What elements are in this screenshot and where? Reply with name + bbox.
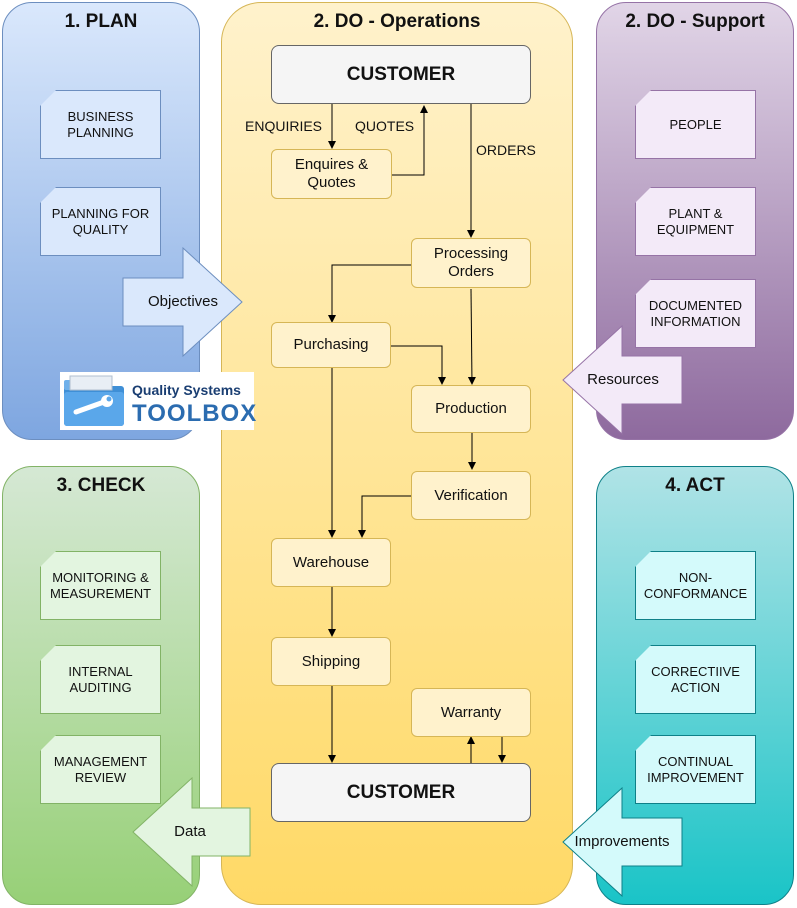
orders-edge-label: ORDERS [476, 142, 536, 158]
objectives-label: Objectives [147, 293, 219, 310]
verification-box: Verification [411, 471, 531, 520]
check-lane-title: 3. CHECK [56, 475, 146, 496]
warehouse-box: Warehouse [271, 538, 391, 587]
documented-information-card: DOCUMENTED INFORMATION [635, 279, 756, 348]
processing-orders-box: Processing Orders [411, 238, 531, 288]
planning-for-quality-card: PLANNING FOR QUALITY [40, 187, 161, 256]
quality-systems-toolbox-logo: Quality Systems TOOLBOX [60, 372, 258, 430]
business-planning-card: BUSINESS PLANNING [40, 90, 161, 159]
improvements-label: Improvements [574, 833, 670, 850]
quotes-connector [392, 105, 428, 176]
plant-equipment-card: PLANT & EQUIPMENT [635, 187, 756, 256]
act-lane-title: 4. ACT [665, 475, 725, 496]
folder-wrench-icon [64, 375, 124, 426]
objectives-arrow [122, 246, 243, 358]
processing-to-purchasing-connector [328, 264, 411, 323]
improvements-arrow [562, 786, 683, 898]
quotes-edge-label: QUOTES [355, 118, 415, 134]
non-conformance-card: NON-CONFORMANCE [635, 551, 756, 620]
enquires-quotes-box: Enquires & Quotes [271, 149, 392, 199]
logo-line1: Quality Systems [132, 382, 241, 398]
warranty-box: Warranty [411, 688, 531, 737]
data-label: Data [174, 823, 206, 840]
plan-lane-title: 1. PLAN [64, 11, 138, 32]
data-arrow [132, 776, 251, 888]
people-card: PEOPLE [635, 90, 756, 159]
purchasing-to-production-connector [391, 345, 446, 385]
purchasing-box: Purchasing [271, 322, 391, 368]
enquiries-edge-label: ENQUIRIES [245, 118, 323, 134]
management-review-card: MANAGEMENT REVIEW [40, 735, 161, 804]
monitoring-measurement-card: MONITORING & MEASUREMENT [40, 551, 161, 620]
internal-auditing-card: INTERNAL AUDITING [40, 645, 161, 714]
do-support-lane-title: 2. DO - Support [625, 11, 765, 32]
resources-arrow [562, 324, 683, 436]
logo-line2: TOOLBOX [132, 400, 258, 427]
shipping-box: Shipping [271, 637, 391, 686]
verification-to-warehouse-connector [358, 495, 411, 538]
production-box: Production [411, 385, 531, 433]
continual-improvement-card: CONTINUAL IMPROVEMENT [635, 735, 756, 804]
do-operations-lane-title: 2. DO - Operations [313, 11, 481, 32]
customer-bottom-box: CUSTOMER [271, 763, 531, 822]
resources-label: Resources [587, 371, 659, 388]
customer-top-box: CUSTOMER [271, 45, 531, 104]
corrective-action-card: CORRECTIIVE ACTION [635, 645, 756, 714]
processing-to-production-connector [467, 288, 476, 385]
